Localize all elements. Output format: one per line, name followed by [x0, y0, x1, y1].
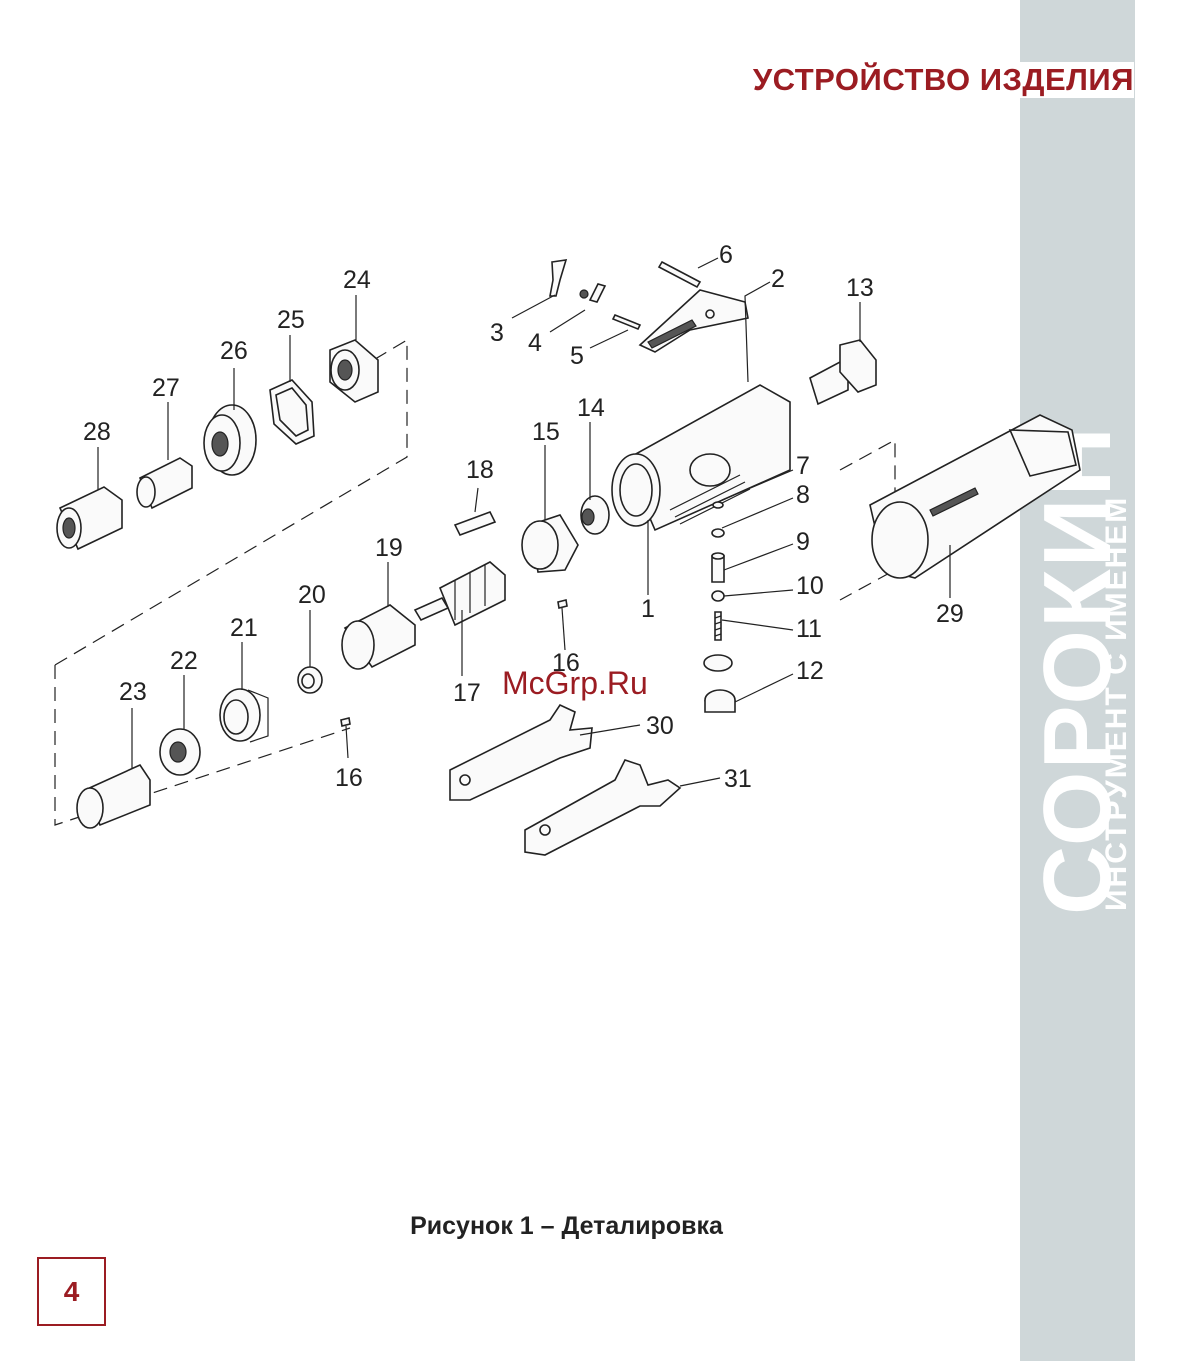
part-label-22: 22 [170, 647, 198, 675]
part-19-shape [342, 605, 415, 669]
page-number: 4 [37, 1257, 106, 1326]
watermark-text: McGrp.Ru [502, 665, 648, 701]
part-label-17: 17 [453, 679, 481, 707]
part-20-shape [298, 667, 322, 693]
part-28-shape [57, 487, 122, 549]
leader-10 [724, 590, 793, 596]
part-31-shape [525, 760, 680, 855]
part-label-2: 2 [771, 265, 785, 293]
part-label-18: 18 [466, 456, 494, 484]
leader-31 [680, 778, 720, 786]
part-6-shape [659, 262, 700, 287]
part-24-shape [330, 340, 378, 402]
part-label-26: 26 [220, 337, 248, 365]
part-29-shape [870, 415, 1080, 578]
part-label-23: 23 [119, 678, 147, 706]
part-label-24: 24 [343, 266, 371, 294]
part-label-6: 6 [719, 241, 733, 269]
leader-5 [590, 330, 628, 348]
part-label-10: 10 [796, 572, 824, 600]
part-26-shape [204, 405, 256, 475]
part-1-shape [612, 385, 790, 530]
part-30-shape [450, 705, 592, 800]
part-22-shape [160, 729, 200, 775]
part-label-19: 19 [375, 534, 403, 562]
part-label-9: 9 [796, 528, 810, 556]
part-label-29: 29 [936, 600, 964, 628]
part-label-20: 20 [298, 581, 326, 609]
part-8-shape [712, 529, 724, 537]
figure-caption: Рисунок 1 – Деталировка [0, 1212, 1133, 1241]
part-label-4: 4 [528, 329, 542, 357]
leader-8 [722, 498, 793, 528]
part-21-shape [220, 689, 268, 742]
leader-12 [735, 674, 793, 702]
part-7-shape [713, 502, 723, 508]
part-label-14: 14 [577, 394, 605, 422]
part-label-21: 21 [230, 614, 258, 642]
part-3-shape [550, 260, 566, 296]
part-label-13: 13 [846, 274, 874, 302]
leader-11 [722, 620, 793, 630]
part-label-28: 28 [83, 418, 111, 446]
section-title: УСТРОЙСТВО ИЗДЕЛИЯ [745, 62, 1134, 98]
part-27-shape [137, 458, 192, 508]
part-17-shape [415, 562, 505, 625]
exploded-parts-diagram: 1 2 3 4 5 6 7 8 9 10 11 12 13 14 15 16 1… [40, 230, 1100, 870]
part-16-shape-b [341, 718, 350, 726]
part-23-shape [77, 765, 150, 828]
part-10-shape [712, 591, 724, 601]
part-13-shape [810, 340, 876, 404]
part-12-shape [704, 655, 735, 712]
part-label-3: 3 [490, 319, 504, 347]
part-18-shape [455, 512, 495, 535]
leader-16a [562, 608, 565, 650]
leader-16b [346, 726, 348, 758]
part-label-30: 30 [646, 712, 674, 740]
part-4-shape [580, 284, 605, 302]
part-9-shape [712, 553, 724, 582]
leader-3 [512, 295, 555, 318]
brand-tagline: ИНСТРУМЕНТ С ИМЕНЕМ [1102, 496, 1132, 911]
part-label-8: 8 [796, 481, 810, 509]
part-25-shape [270, 380, 314, 444]
page-number-text: 4 [64, 1276, 80, 1308]
part-label-12: 12 [796, 657, 824, 685]
part-15-shape [522, 515, 578, 572]
part-2-shape [640, 290, 748, 352]
part-label-15: 15 [532, 418, 560, 446]
part-label-7: 7 [796, 452, 810, 480]
leader-6 [698, 258, 718, 268]
part-label-16b: 16 [335, 764, 363, 792]
part-5-shape [613, 315, 640, 329]
leader-4 [550, 310, 585, 332]
part-14-shape [581, 496, 609, 534]
leader-18 [475, 488, 478, 512]
part-16-shape-a [558, 600, 567, 608]
part-label-27: 27 [152, 374, 180, 402]
part-label-5: 5 [570, 342, 584, 370]
part-label-25: 25 [277, 306, 305, 334]
leader-9 [724, 544, 793, 570]
part-label-11: 11 [796, 615, 822, 643]
part-label-1: 1 [641, 595, 655, 623]
leader-2 [745, 282, 770, 382]
part-label-31: 31 [724, 765, 752, 793]
part-11-shape [715, 612, 721, 640]
